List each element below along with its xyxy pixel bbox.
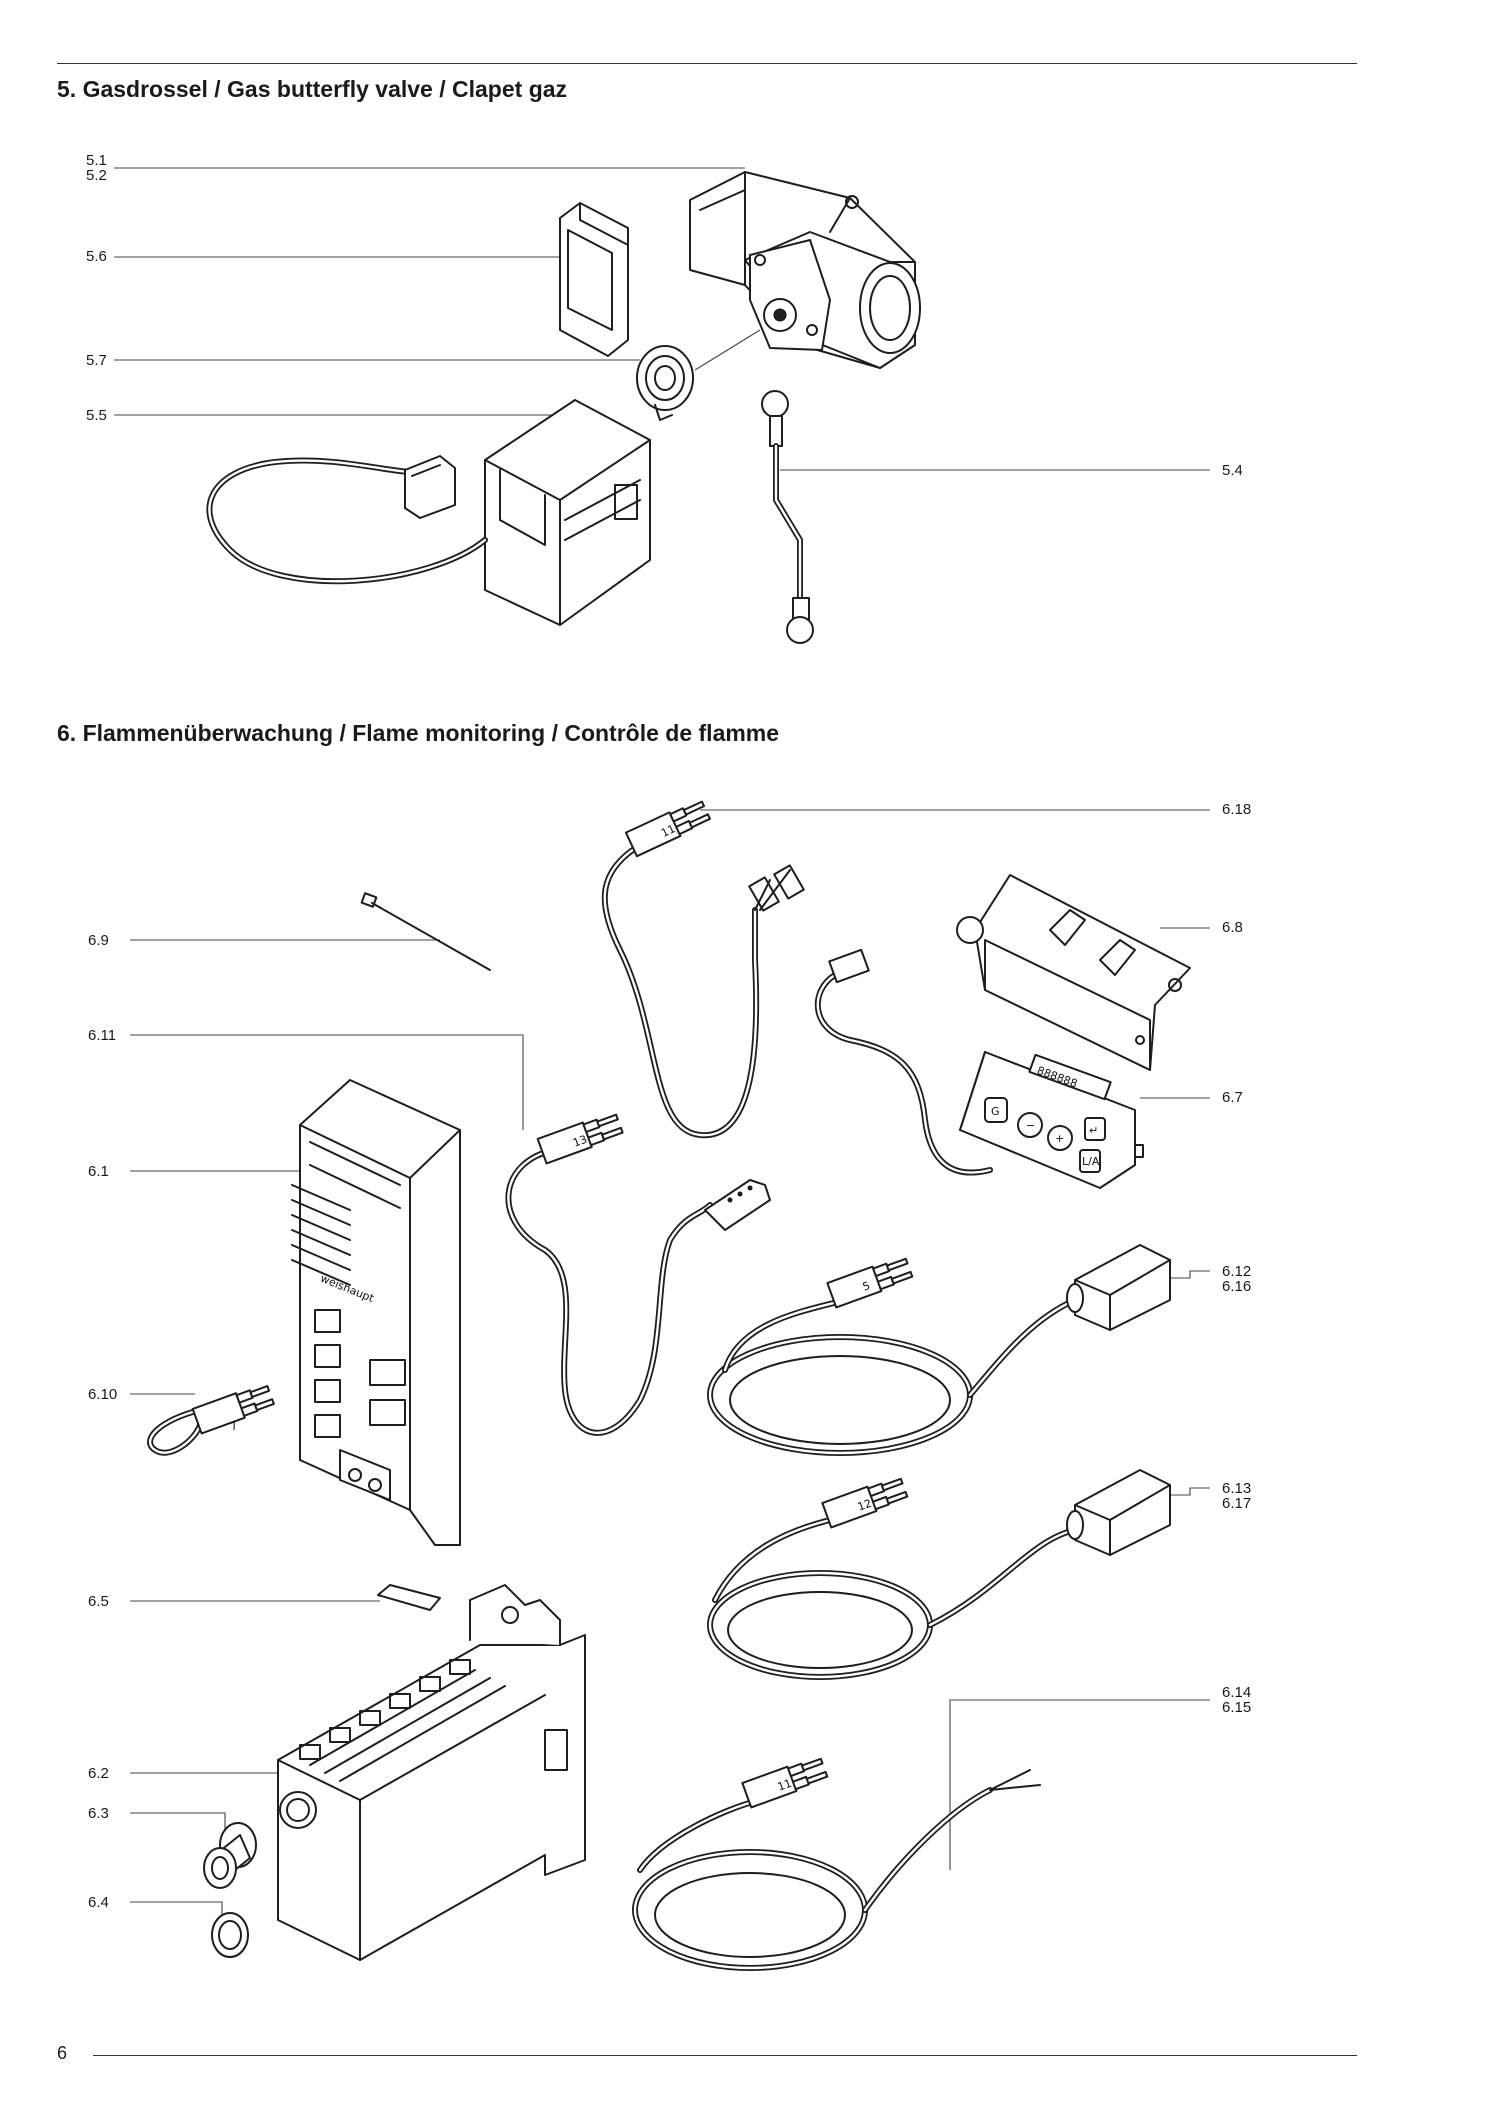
part-6-2-base: [278, 1585, 585, 1960]
callout-6-2: 6.2: [88, 1765, 109, 1782]
part-6-5-cover: [378, 1585, 440, 1610]
callout-6-7: 6.7: [1222, 1089, 1243, 1106]
connector-number: 11: [659, 822, 677, 840]
top-rule: [57, 63, 1357, 64]
section-5-title: 5. Gasdrossel / Gas butterfly valve / Cl…: [57, 76, 568, 102]
part-6-10-bridge-plug: 7: [150, 1382, 279, 1452]
part-6-11-sensor-cable: 13: [508, 1111, 770, 1433]
part-6-12-cable: 5: [710, 1245, 1170, 1453]
callout-6-14: 6.14: [1222, 1684, 1252, 1701]
part-6-9-cable-tie: [362, 893, 490, 970]
part-6-14-cable: 11: [635, 1755, 1040, 1968]
callout-6-1: 6.1: [88, 1163, 109, 1180]
leader-lines: [114, 168, 1210, 1918]
connector-number: 12: [856, 1497, 874, 1514]
key-plus: +: [1055, 1132, 1064, 1145]
part-6-13-cable: 12: [710, 1470, 1170, 1677]
part-5-6-cover: [560, 203, 628, 356]
key-g: G: [991, 1105, 1000, 1118]
connector-number: 11: [776, 1777, 794, 1794]
page-number: 6: [57, 2043, 68, 2063]
callout-6-17: 6.17: [1222, 1495, 1252, 1512]
callout-6-15: 6.15: [1222, 1699, 1252, 1716]
connector-number: 7: [228, 1419, 239, 1434]
callout-6-16: 6.16: [1222, 1278, 1252, 1295]
bottom-rule: [93, 2055, 1357, 2056]
part-6-18-cable: 11: [605, 798, 804, 1135]
part-5-5-actuator: [209, 400, 650, 625]
connector-number: 13: [571, 1133, 589, 1150]
callout-6-12: 6.12: [1222, 1263, 1252, 1280]
callout-5-5: 5.5: [86, 407, 107, 424]
callout-6-9: 6.9: [88, 932, 109, 949]
callout-6-13: 6.13: [1222, 1480, 1252, 1497]
callout-5-7: 5.7: [86, 352, 107, 369]
callout-6-8: 6.8: [1222, 919, 1243, 936]
callout-6-18: 6.18: [1222, 801, 1252, 818]
callout-6-5: 6.5: [88, 1593, 109, 1610]
part-5-4-rod: [762, 391, 813, 643]
callout-6-10: 6.10: [88, 1386, 118, 1403]
part-6-1-control-unit: weishaupt: [292, 1080, 460, 1545]
key-enter: ↵: [1089, 1124, 1098, 1137]
part-6-7-display: 888888 G − + ↵ L/A: [818, 950, 1143, 1188]
key-minus: −: [1026, 1119, 1035, 1132]
part-6-8-bracket: [957, 875, 1190, 1070]
callout-6-3: 6.3: [88, 1805, 109, 1822]
connector-number: 5: [861, 1279, 872, 1294]
part-5-1-valve: [690, 172, 920, 370]
callout-6-4: 6.4: [88, 1894, 109, 1911]
callout-5-4: 5.4: [1222, 462, 1243, 479]
part-6-3-grommet: [204, 1823, 256, 1888]
callout-5-1: 5.1: [86, 152, 107, 169]
callout-5-2: 5.2: [86, 167, 107, 184]
callout-6-11: 6.11: [88, 1027, 117, 1044]
part-6-4-ring: [212, 1913, 248, 1957]
section-6-title: 6. Flammenüberwachung / Flame monitoring…: [57, 720, 780, 746]
part-5-7-spring: [637, 346, 693, 420]
key-la: L/A: [1082, 1155, 1100, 1168]
callout-5-6: 5.6: [86, 248, 107, 265]
